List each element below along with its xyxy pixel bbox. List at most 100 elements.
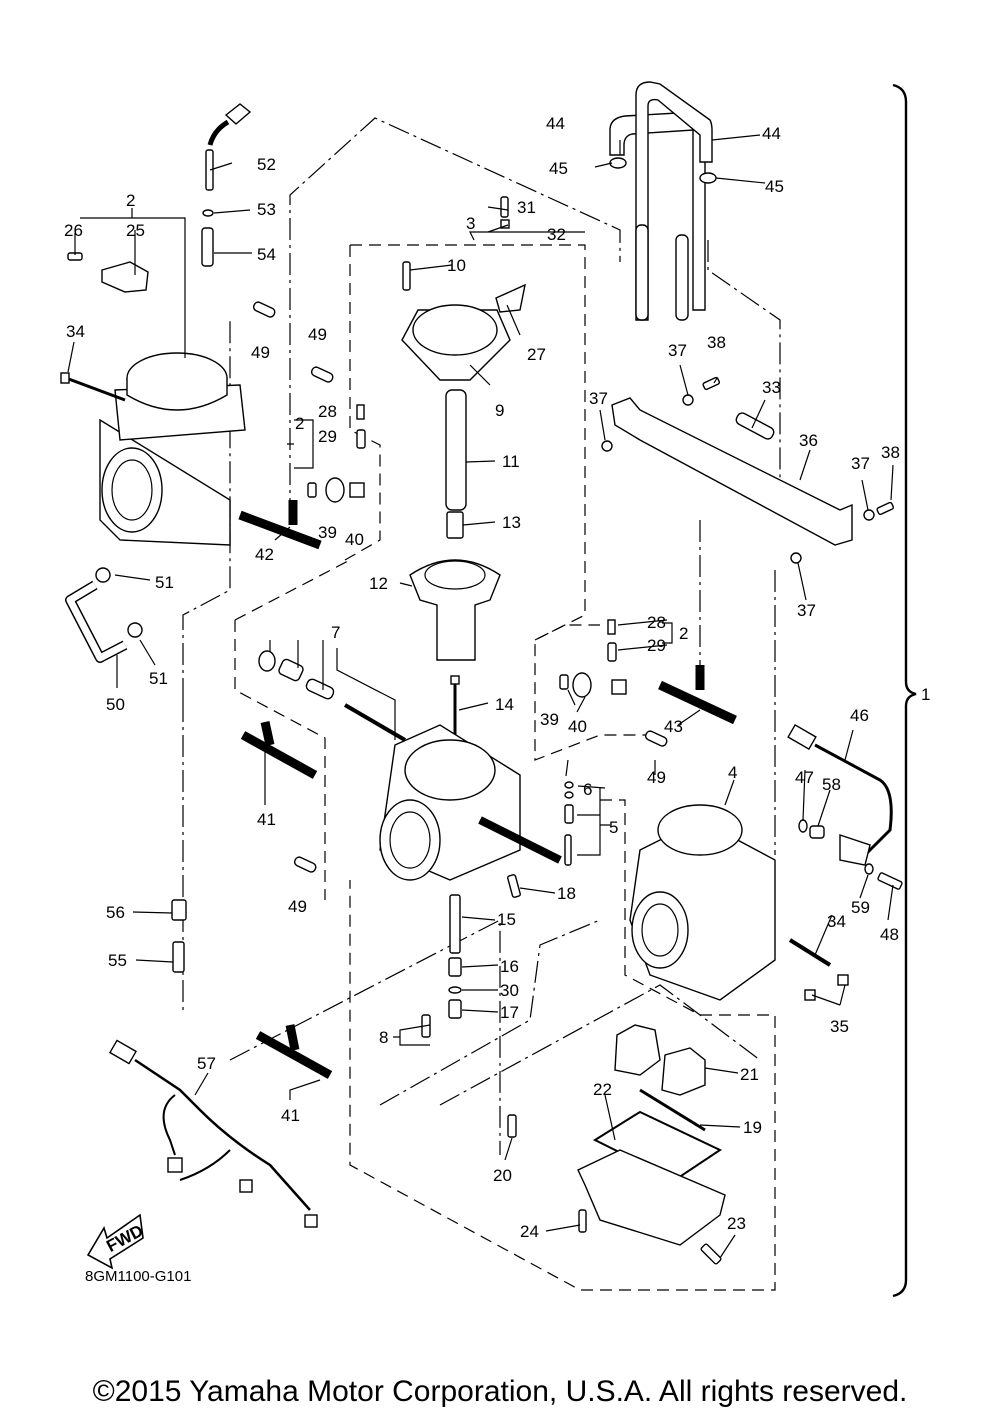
callout-label: 53 (257, 200, 276, 219)
vent-hose-lower (635, 224, 689, 321)
callout-label: 27 (527, 345, 546, 364)
vent-hose-left (609, 111, 706, 311)
callout-label: 37 (668, 341, 687, 360)
callout-label: 30 (500, 981, 519, 1000)
float-chamber (577, 1149, 726, 1246)
float (614, 1024, 706, 1096)
bracket (495, 283, 526, 313)
callout-label: 9 (495, 401, 504, 420)
heater-cap (171, 899, 187, 921)
callout-label: 36 (799, 431, 818, 450)
callout-label: 40 (345, 530, 364, 549)
callout-label: 14 (495, 695, 514, 714)
spring-11 (445, 389, 467, 511)
nut (804, 974, 849, 1001)
callout-label: 45 (765, 177, 784, 196)
callout-label: 41 (281, 1106, 300, 1125)
joint-pipe-lower (255, 1024, 333, 1079)
joint-pipe-middle (240, 721, 318, 779)
drain-screw (700, 1243, 722, 1265)
joint-pipe-left (238, 500, 322, 550)
callout-label: 26 (64, 221, 83, 240)
screw-sensor (877, 872, 903, 890)
assembly-brace (892, 83, 917, 1298)
hose-clamp-upper (95, 567, 111, 583)
callout-label: 38 (881, 443, 900, 462)
callout-label: 35 (830, 1017, 849, 1036)
callout-label: 15 (497, 910, 516, 929)
callout-label: 38 (707, 333, 726, 352)
callout-label: 10 (447, 256, 466, 275)
callout-label: 51 (149, 669, 168, 688)
callout-label: 37 (589, 389, 608, 408)
washers-37 (601, 394, 875, 564)
callout-label: 31 (517, 198, 536, 217)
callout-label: 24 (520, 1222, 539, 1241)
leader-lines (67, 134, 894, 1259)
callout-label: 49 (288, 897, 307, 916)
callout-label: 16 (500, 957, 519, 976)
callout-label: 2 (295, 414, 304, 433)
starter-plunger-set (258, 650, 407, 742)
carburetor-heater (172, 941, 185, 973)
callout-label: 21 (740, 1065, 759, 1084)
collar (500, 219, 510, 229)
joints (252, 301, 668, 873)
collar-sensor (809, 825, 825, 839)
throttle-position-sensor-lead (205, 103, 252, 191)
callout-label: 57 (197, 1054, 216, 1073)
callout-label: 56 (106, 903, 125, 922)
carburetor-center-body (379, 724, 562, 881)
callout-label: 2 (126, 191, 135, 210)
callout-label: 46 (850, 706, 869, 725)
callout-label: 22 (593, 1080, 612, 1099)
callout-label: 49 (647, 768, 666, 787)
callout-label: 39 (540, 710, 559, 729)
callout-label: 18 (557, 884, 576, 903)
through-bolt-right (788, 938, 832, 967)
callout-label: 29 (318, 427, 337, 446)
callout-label: 34 (66, 322, 85, 341)
hose-clip-left (609, 157, 627, 169)
callout-label: 4 (728, 763, 737, 782)
sensor-lead (787, 723, 893, 866)
screw-spring-set-lower (559, 619, 627, 698)
pilot-screw-set (564, 781, 574, 866)
callout-label: 11 (502, 452, 520, 471)
callout-labels: 2 25 26 34 52 53 54 49 49 28 29 2 39 40 … (64, 114, 930, 1241)
carburetor-right-body (629, 804, 776, 1001)
callout-label: 12 (369, 574, 388, 593)
callout-label: 13 (502, 513, 521, 532)
callout-label: 45 (549, 159, 568, 178)
hose-clip-right (699, 172, 717, 184)
group-outlines (234, 244, 776, 1291)
callout-label: 44 (762, 124, 781, 143)
callout-label: 52 (257, 155, 276, 174)
piston-valve (409, 559, 501, 661)
carburetor-left-body (99, 352, 246, 546)
copyright-notice: ©2015 Yamaha Motor Corporation, U.S.A. A… (92, 1375, 908, 1408)
callout-label: 43 (664, 717, 683, 736)
assembly-label: 1 (921, 685, 930, 704)
callout-label: 34 (827, 912, 846, 931)
assembly-lines (182, 117, 781, 1155)
washer-sensor (864, 863, 874, 875)
hose (65, 580, 128, 663)
cover-screw (402, 261, 411, 291)
callout-label: 59 (851, 898, 870, 917)
callout-label: 41 (257, 810, 276, 829)
return-spring (735, 412, 775, 440)
callout-label: 40 (568, 717, 587, 736)
callout-label: 42 (255, 545, 274, 564)
spring (201, 227, 214, 267)
screw-bottom (507, 1114, 517, 1138)
callout-label: 6 (583, 780, 592, 799)
callout-label: 17 (500, 1003, 519, 1022)
float-pin (639, 1088, 706, 1132)
through-bolt-left (60, 372, 126, 402)
callout-label: 8 (379, 1028, 388, 1047)
callout-label: 54 (257, 245, 276, 264)
callout-label: 44 (546, 114, 565, 133)
figure-code: 8GM1100-G101 (85, 1268, 192, 1285)
